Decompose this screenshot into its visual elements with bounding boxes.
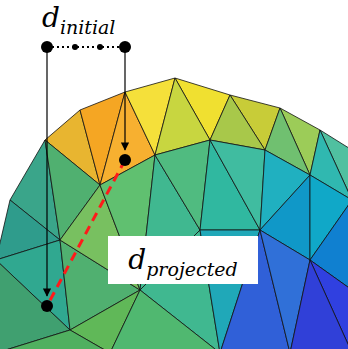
symbol-subscript: projected bbox=[146, 258, 238, 280]
symbol-letter: d bbox=[128, 243, 146, 276]
initial-distance-line bbox=[47, 46, 125, 48]
mesh-triangle bbox=[210, 140, 265, 230]
distance-symbol: dprojected bbox=[128, 246, 237, 274]
mesh-triangle bbox=[290, 260, 348, 349]
projected-point bbox=[41, 300, 53, 312]
projection-arrow bbox=[46, 47, 47, 296]
projection-arrow bbox=[124, 47, 125, 150]
projected-point bbox=[119, 154, 131, 166]
dot bbox=[97, 44, 103, 50]
symbol-letter: d bbox=[42, 1, 60, 34]
dot bbox=[72, 44, 78, 50]
mesh-triangle bbox=[110, 290, 220, 349]
mesh-triangle bbox=[0, 330, 110, 349]
initial-point bbox=[41, 41, 53, 53]
label-patch: dprojected bbox=[108, 236, 258, 284]
distance-symbol: dinitial bbox=[42, 4, 115, 32]
triangle-mesh bbox=[0, 78, 348, 349]
symbol-subscript: initial bbox=[60, 16, 116, 38]
initial-point bbox=[119, 41, 131, 53]
projected-distance-line bbox=[47, 160, 125, 306]
